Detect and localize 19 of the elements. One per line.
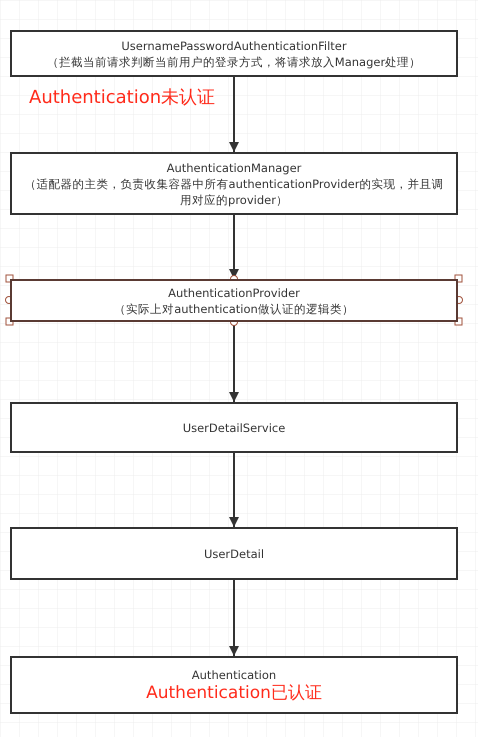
process-box <box>10 402 458 453</box>
arrow <box>229 580 239 656</box>
box-description: （适配器的主类，负责收集容器中所有authenticationProvider的实现，并且调用对应的provider） <box>24 176 444 208</box>
box-title: UsernamePasswordAuthenticationFilter <box>121 38 347 54</box>
box-description: （拦截当前请求判断当前用户的登录方式，将请求放入Manager处理） <box>46 54 422 70</box>
process-box <box>10 656 458 714</box>
edge-label: Authentication未认证 <box>29 87 216 109</box>
process-box <box>10 152 458 215</box>
box-title: UserDetail <box>204 546 264 562</box>
process-box <box>10 30 458 77</box>
box-title: Authentication <box>192 667 276 683</box>
arrow <box>229 77 239 152</box>
status-note: Authentication已认证 <box>146 683 322 703</box>
box-title: UserDetailService <box>182 420 286 436</box>
process-box <box>10 527 458 580</box>
box-title: AuthenticationManager <box>166 160 302 176</box>
box-description: （实际上对authentication做认证的逻辑类） <box>114 300 354 316</box>
box-title: AuthenticationProvider <box>168 284 300 300</box>
arrow <box>229 453 239 527</box>
